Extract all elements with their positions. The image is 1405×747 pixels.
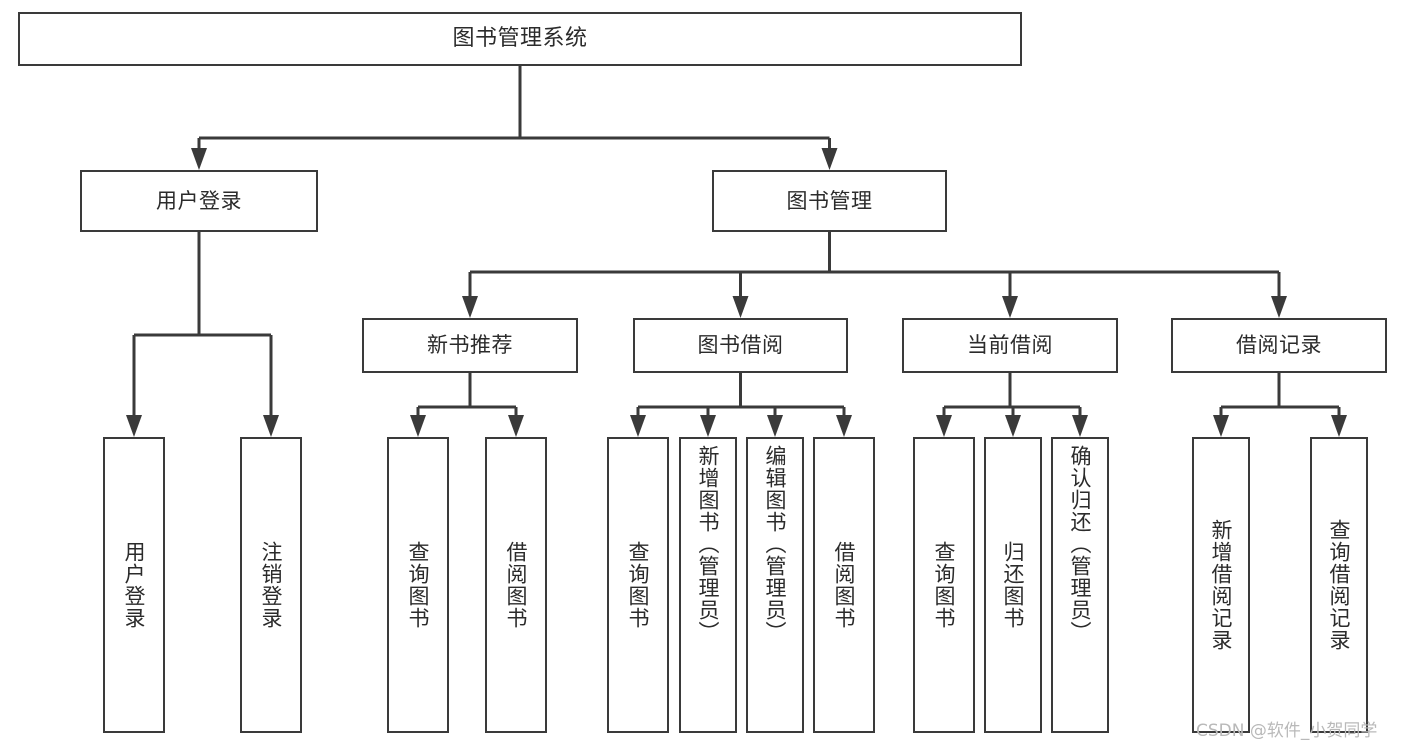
arrowhead-login	[191, 148, 207, 170]
node-label-login: 用户登录	[156, 188, 242, 213]
arrowhead-f-re-add	[1213, 415, 1229, 437]
node-label-f-cu-confirm: 确认归还（管理员）	[1068, 445, 1093, 643]
node-label-f-bo-edit: 编辑图书（管理员）	[763, 445, 788, 643]
arrowhead-f-nb-borrow	[508, 415, 524, 437]
node-label-bookmgmt: 图书管理	[786, 188, 873, 213]
node-f-cu-return[interactable]: 归还图书	[984, 437, 1042, 733]
arrowhead-f-bo-query	[630, 415, 646, 437]
node-label-f-cu-query: 查询图书	[932, 541, 957, 629]
node-root[interactable]: 图书管理系统	[18, 12, 1022, 66]
node-borrow[interactable]: 图书借阅	[633, 318, 848, 373]
arrowhead-f-logout	[263, 415, 279, 437]
node-f-bo-query[interactable]: 查询图书	[607, 437, 669, 733]
node-label-f-re-add: 新增借阅记录	[1209, 519, 1234, 651]
node-f-login[interactable]: 用户登录	[103, 437, 165, 733]
node-label-f-login: 用户登录	[122, 541, 147, 629]
arrowhead-f-bo-edit	[767, 415, 783, 437]
node-f-re-query[interactable]: 查询借阅记录	[1310, 437, 1368, 733]
node-f-bo-lend[interactable]: 借阅图书	[813, 437, 875, 733]
node-label-f-bo-lend: 借阅图书	[832, 541, 857, 629]
node-records[interactable]: 借阅记录	[1171, 318, 1387, 373]
node-f-bo-add[interactable]: 新增图书（管理员）	[679, 437, 737, 733]
node-login[interactable]: 用户登录	[80, 170, 318, 232]
node-f-cu-query[interactable]: 查询图书	[913, 437, 975, 733]
node-label-f-cu-return: 归还图书	[1001, 541, 1026, 629]
arrowhead-newbook	[462, 296, 478, 318]
node-label-f-logout: 注销登录	[259, 541, 284, 629]
node-label-records: 借阅记录	[1236, 333, 1322, 358]
arrowhead-f-cu-query	[936, 415, 952, 437]
node-label-borrow: 图书借阅	[697, 333, 784, 358]
node-label-f-nb-query: 查询图书	[406, 541, 431, 629]
node-f-bo-edit[interactable]: 编辑图书（管理员）	[746, 437, 804, 733]
node-f-re-add[interactable]: 新增借阅记录	[1192, 437, 1250, 733]
arrowhead-records	[1271, 296, 1287, 318]
node-label-current: 当前借阅	[967, 333, 1053, 358]
arrowhead-f-re-query	[1331, 415, 1347, 437]
node-label-newbook: 新书推荐	[427, 333, 513, 358]
arrowhead-f-bo-lend	[836, 415, 852, 437]
node-label-f-nb-borrow: 借阅图书	[504, 541, 529, 629]
csdn-watermark: CSDN @软件_小贺同学	[1196, 721, 1378, 741]
node-label-root: 图书管理系统	[452, 26, 588, 52]
node-current[interactable]: 当前借阅	[902, 318, 1118, 373]
arrowhead-f-cu-confirm	[1072, 415, 1088, 437]
arrowhead-bookmgmt	[821, 148, 838, 170]
arrowhead-f-login	[126, 415, 142, 437]
arrowhead-f-cu-return	[1005, 415, 1021, 437]
node-f-cu-confirm[interactable]: 确认归还（管理员）	[1051, 437, 1109, 733]
node-label-f-bo-query: 查询图书	[626, 541, 651, 629]
arrowhead-f-bo-add	[700, 415, 716, 437]
node-bookmgmt[interactable]: 图书管理	[712, 170, 947, 232]
node-f-logout[interactable]: 注销登录	[240, 437, 302, 733]
arrowhead-current	[1002, 296, 1018, 318]
node-f-nb-query[interactable]: 查询图书	[387, 437, 449, 733]
node-label-f-bo-add: 新增图书（管理员）	[696, 445, 721, 643]
node-f-nb-borrow[interactable]: 借阅图书	[485, 437, 547, 733]
node-newbook[interactable]: 新书推荐	[362, 318, 578, 373]
node-label-f-re-query: 查询借阅记录	[1327, 519, 1352, 651]
arrowhead-f-nb-query	[410, 415, 426, 437]
arrowhead-borrow	[732, 296, 749, 318]
